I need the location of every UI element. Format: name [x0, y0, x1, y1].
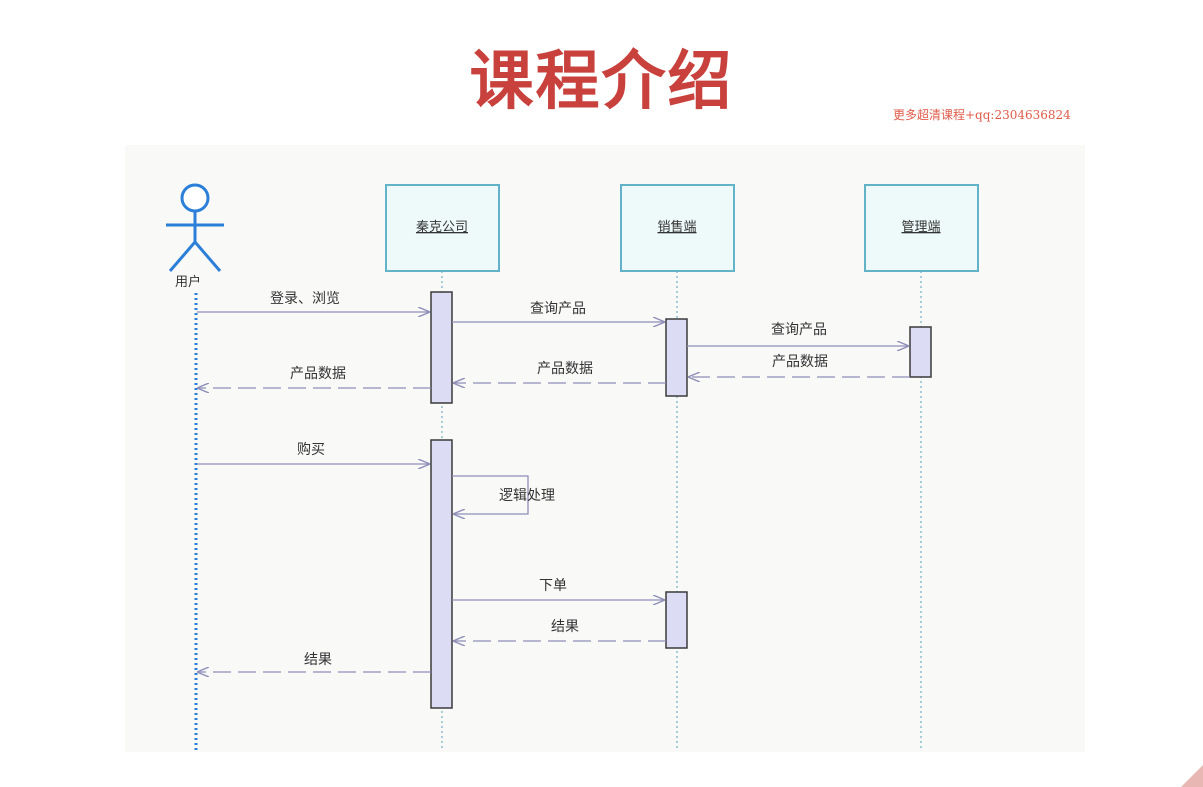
lifeline-admin: 管理端 [864, 184, 979, 750]
message-label-result-user: 结果 [304, 652, 332, 668]
message-label-login-browse: 登录、浏览 [270, 291, 340, 307]
lifeline-sales: 销售端 [620, 184, 735, 750]
message-label-query-product-admin: 查询产品 [771, 322, 827, 338]
lifeline-label: 销售端 [657, 219, 696, 235]
lifeline-company: 秦克公司 [385, 184, 500, 750]
actor-label: 用户 [175, 274, 201, 290]
self-call-arrow [452, 475, 529, 514]
user-actor-icon [166, 183, 224, 272]
message-label-purchase: 购买 [297, 442, 325, 458]
message-label-logic-processing: 逻辑处理 [499, 488, 555, 504]
lifeline-label: 管理端 [901, 220, 940, 235]
activation-bar-admin-1 [909, 326, 932, 378]
sequence-diagram-panel: 用户 秦克公司 销售端 管理端 [125, 145, 1085, 752]
sequence-diagram: 用户 秦克公司 销售端 管理端 [166, 183, 979, 750]
activation-bar-company-1 [430, 291, 453, 404]
message-label-query-product: 查询产品 [530, 301, 586, 317]
message-label-product-data-user: 产品数据 [290, 366, 346, 382]
corner-decoration [1181, 765, 1203, 787]
watermark-text: 更多超清课程+qq:2304636824 [893, 108, 1071, 122]
slide-title: 课程介绍 [469, 45, 734, 119]
activation-bar-company-2 [430, 439, 453, 709]
message-label-product-data-sales: 产品数据 [537, 361, 593, 377]
activation-bar-sales-2 [665, 591, 688, 649]
message-label-place-order: 下单 [539, 578, 567, 594]
message-label-product-data-admin: 产品数据 [772, 354, 828, 370]
activation-bar-sales-1 [665, 318, 688, 397]
actor-user: 用户 [166, 183, 224, 290]
lifeline-label: 秦克公司 [416, 220, 468, 235]
message-label-result-sales: 结果 [551, 619, 579, 635]
